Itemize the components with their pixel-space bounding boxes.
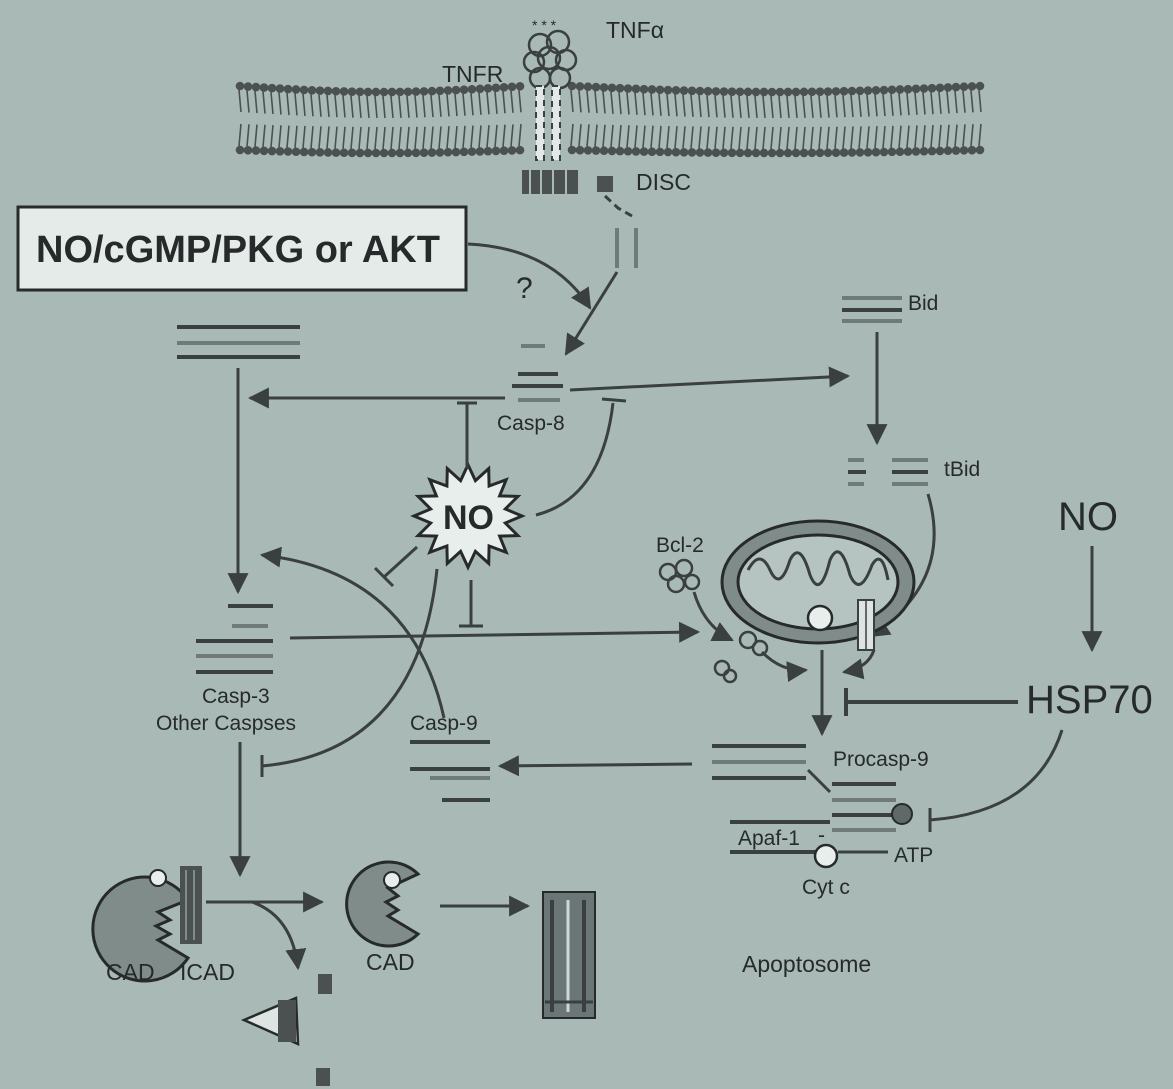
free-cad [345,860,421,948]
casp8-label: Casp-8 [497,412,565,435]
hsp70-inhibition-apoptosome [844,688,1018,716]
atp-label: ATP [894,844,933,867]
cad-icad-complex [91,866,202,983]
procasp9-to-casp9-arrow [497,755,693,777]
casp3-to-mito-arrow [289,621,701,643]
cell-membrane [235,81,985,158]
casp9-label: Casp-9 [410,712,478,735]
casp3-label: Casp-3 [202,685,270,708]
question-mark: ? [516,272,533,305]
casp9-bands [410,740,490,802]
no-right-label: NO [1058,495,1118,539]
tnfr-receptor [535,85,561,161]
upstream-caspase-bands [177,325,300,359]
icad-fragments [240,974,332,1086]
atp-molecule [891,803,913,825]
no-inhibition-casp8-curve [535,397,627,517]
procasp9-bands [832,782,896,832]
tbid-bands [848,458,928,486]
no-star: NO [410,461,526,571]
dna-ladder-gel [542,891,596,1019]
bcl2-label: Bcl-2 [656,534,704,557]
upstream-label: NO/cGMP/PKG or AKT [36,229,440,271]
cytc-release-arrow [760,650,809,683]
bcl2-to-cytc-arrow [692,591,734,642]
casp8-to-bid-arrow [569,366,851,392]
tnfr-label: TNFR [442,61,503,87]
apoptosome-label: Apoptosome [742,951,871,977]
hsp70-inhibition-atp [928,729,1064,832]
apaf1-procasp9-link [806,768,832,794]
tnf-alpha-trimer [522,29,578,90]
bcl2-complex [658,558,701,594]
disc-label: DISC [636,169,691,195]
disc-to-casp8-arrow [564,271,619,356]
tnf-alpha-label: TNFα [606,17,664,43]
casp9-to-casp3-arrow [259,546,446,719]
cad-left-label: CAD [106,959,155,985]
disc-link [603,194,633,218]
apaf1-label: Apaf-1 [738,827,800,850]
other-caspases-label: Other Caspses [156,712,296,735]
disc-complex [522,170,613,194]
bid-label: Bid [908,292,938,315]
mitochondrion [720,519,916,651]
cad-free-label: CAD [366,949,415,975]
procasp8-fragments [615,228,638,268]
no-inhibition-casp3-downstream [260,568,439,777]
icad-cleavage-arrow [251,900,307,971]
casp3-bands [196,604,273,674]
tbid-label: tBid [944,458,980,481]
procasp9-label: Procasp-9 [833,748,929,771]
cytc-label: Cyt c [802,876,850,899]
hsp70-label: HSP70 [1026,678,1153,722]
no-center-label: NO [443,499,494,537]
no-inhibition-casp3 [373,545,419,588]
released-cytc [713,630,769,684]
no-inhibition-casp8-up [457,401,477,468]
no-inhibition-down [459,580,483,628]
cytc-molecule [813,843,839,869]
icad-label: ICAD [180,959,235,985]
apaf1-minus: - [818,824,825,847]
apaf1-bar [730,820,830,854]
bid-bands [842,296,902,323]
upstream-box: NO/cGMP/PKG or AKT [16,205,468,292]
casp8-bands [512,344,563,402]
upstream-to-casp8-arrow [467,242,592,310]
bax-release-arrow [841,649,876,680]
apaf1-bands [712,744,806,780]
tnf-alpha-dots: * * * [532,17,557,33]
